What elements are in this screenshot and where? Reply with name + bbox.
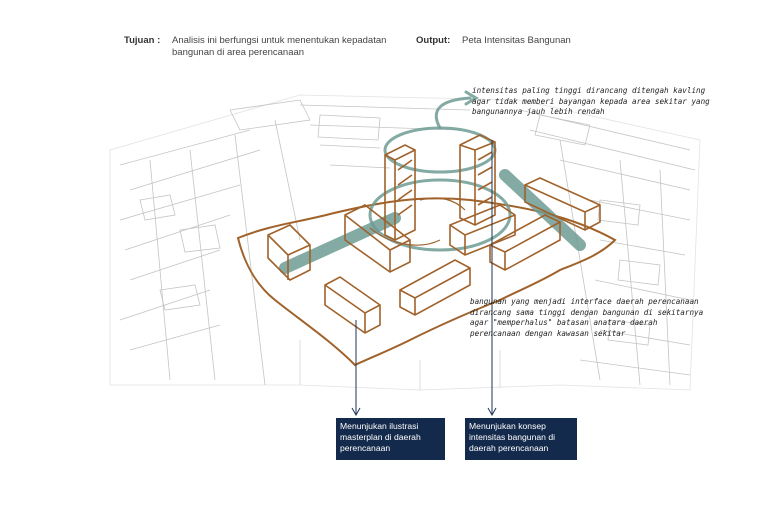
building-left-wing: [267, 224, 311, 281]
site-boundary: [236, 197, 617, 367]
buildings: [267, 134, 601, 334]
tujuan-text: Analisis ini berfungsi untuk menentukan …: [172, 35, 387, 58]
tower-right: [459, 134, 496, 226]
output-label: Output:: [416, 35, 451, 46]
output-text: Peta Intensitas Bangunan: [462, 35, 571, 46]
building-right-wing: [524, 177, 601, 231]
callout-intensity-concept: Menunjukan konsep intensitas bangunan di…: [465, 418, 577, 460]
callout-masterplan: Menunjukan ilustrasi masterplan di daera…: [336, 418, 445, 460]
building-southwest: [324, 276, 381, 334]
context-city-lines: [109, 94, 701, 391]
tujuan-label: Tujuan :: [124, 35, 161, 46]
leader-lines: [351, 140, 497, 417]
building-center: [449, 204, 516, 256]
tower-left: [384, 144, 416, 241]
building-south: [399, 259, 471, 316]
building-east: [489, 214, 561, 271]
annotation-bottom: bangunan yang menjadi interface daerah p…: [470, 297, 704, 338]
annotation-top: intensitas paling tinggi dirancang diten…: [472, 86, 710, 116]
